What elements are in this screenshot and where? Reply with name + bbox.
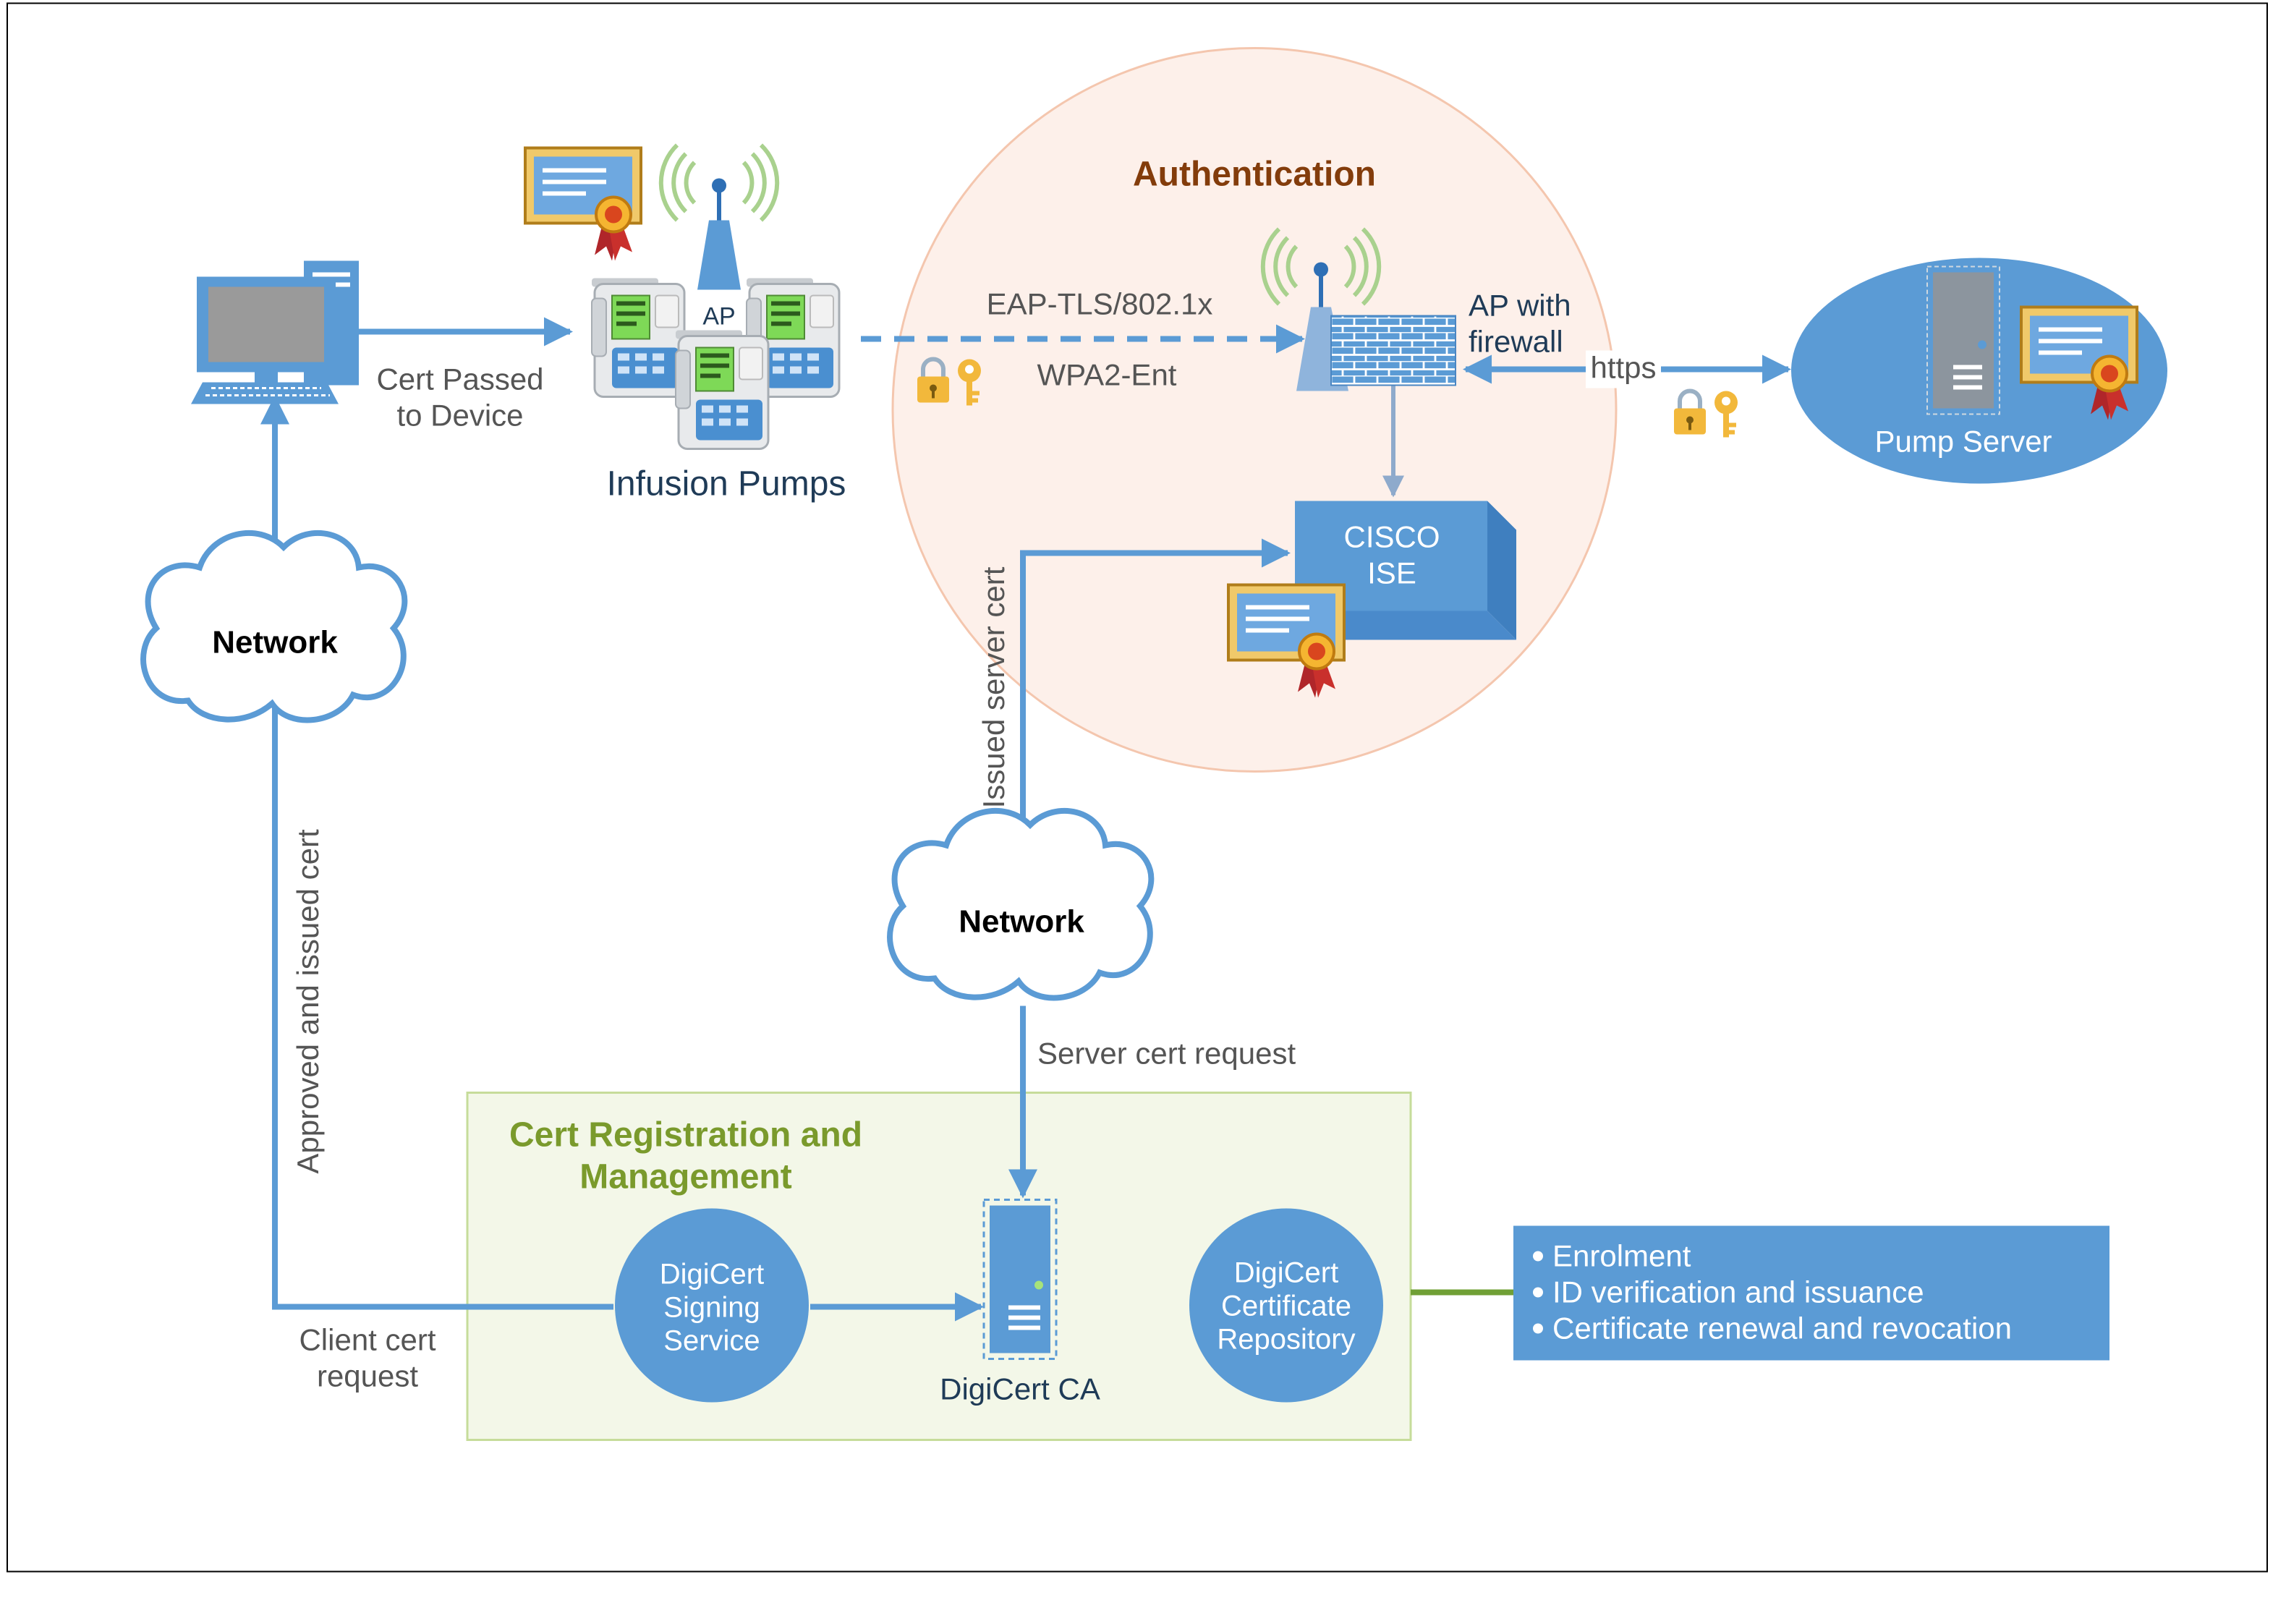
antenna-icon-pumps	[658, 143, 780, 290]
eap-tls-label: EAP-TLS/802.1x	[987, 287, 1213, 321]
feature-item: ID verification and issuance	[1552, 1275, 1924, 1309]
feature-item: Certificate renewal and revocation	[1552, 1311, 2012, 1345]
cert-passed-label-line1: Cert Passed	[376, 362, 543, 396]
repository-line2: Certificate	[1221, 1291, 1351, 1322]
feature-item: Enrolment	[1552, 1239, 1691, 1273]
repository-line3: Repository	[1217, 1324, 1355, 1356]
network-cloud-left	[140, 530, 408, 723]
registration-title-line1: Cert Registration and	[509, 1116, 862, 1155]
infusion-pump-icon	[674, 329, 770, 450]
feature-bullet	[1533, 1287, 1543, 1298]
pump-server-caption: Pump Server	[1874, 425, 2052, 459]
features-box	[1513, 1225, 2109, 1361]
ap-label-pumps: AP	[702, 303, 735, 331]
network-label-middle: Network	[959, 904, 1084, 940]
digicert-signing-service	[615, 1208, 809, 1403]
digicert-certificate-repository	[1189, 1208, 1383, 1403]
cisco-ise-box	[1295, 501, 1516, 640]
server-cert-request-label: Server cert request	[1037, 1037, 1296, 1071]
repository-line1: DigiCert	[1234, 1257, 1338, 1289]
digicert-ca-server-icon	[982, 1199, 1058, 1360]
cert-passed-label-line2: to Device	[396, 399, 523, 433]
signing-service-line1: DigiCert	[660, 1259, 764, 1291]
cisco-ise-line2: ISE	[1367, 556, 1416, 590]
ap-firewall-icon	[1260, 227, 1456, 391]
feature-bullet	[1533, 1251, 1543, 1262]
cisco-ise-line1: CISCO	[1343, 520, 1440, 554]
infusion-pump-icon	[590, 277, 686, 398]
https-label-background	[1586, 350, 1661, 388]
ap-firewall-label-line1: AP with	[1469, 289, 1571, 323]
issued-server-cert-label: Issued server cert	[977, 566, 1011, 808]
https-label: https	[1590, 351, 1656, 385]
client-cert-label-line2: request	[317, 1359, 418, 1393]
signing-service-line3: Service	[663, 1325, 760, 1357]
server-icon	[1926, 265, 2000, 415]
digicert-ca-caption: DigiCert CA	[940, 1372, 1100, 1406]
signing-service-line2: Signing	[663, 1292, 760, 1324]
feature-bullet	[1533, 1323, 1543, 1334]
infusion-pumps-caption: Infusion Pumps	[607, 465, 846, 503]
ap-firewall-label-line2: firewall	[1469, 325, 1563, 359]
authentication-title: Authentication	[1133, 156, 1376, 194]
approved-issued-label: Approved and issued cert	[291, 829, 325, 1174]
network-cloud-middle	[887, 807, 1155, 1001]
wpa2-label: WPA2-Ent	[1037, 358, 1177, 392]
computer-icon	[191, 260, 359, 404]
network-label-left: Network	[212, 625, 338, 660]
registration-title-line2: Management	[579, 1158, 791, 1196]
client-cert-label-line1: Client cert	[299, 1323, 435, 1357]
